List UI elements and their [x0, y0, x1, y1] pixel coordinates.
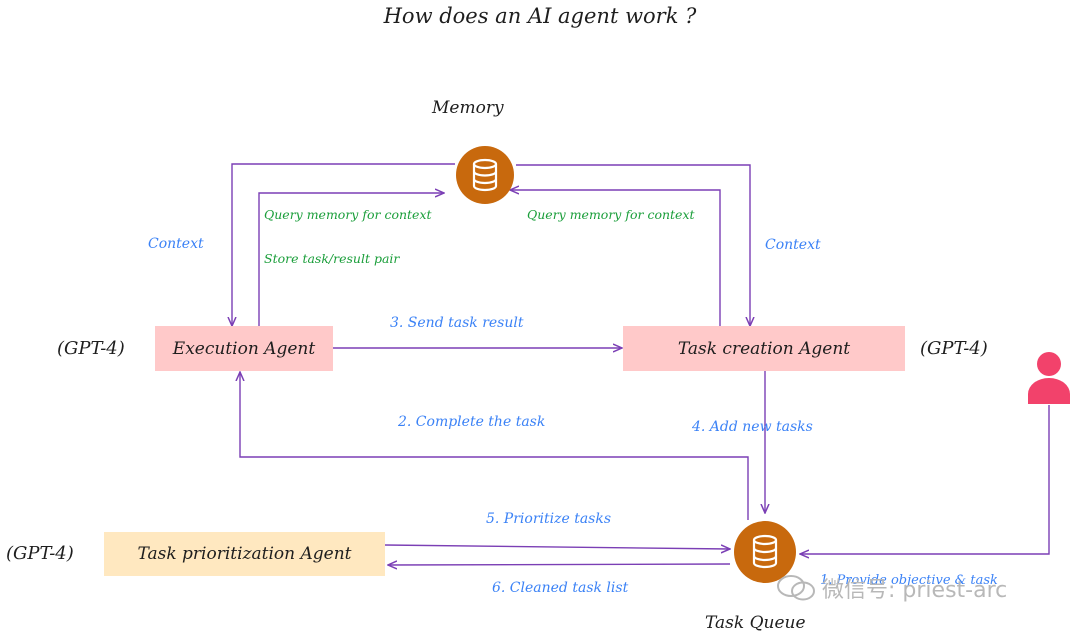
edge-complete-task: [240, 372, 749, 520]
context-right-label: Context: [765, 237, 821, 253]
memory-label: Memory: [432, 98, 504, 118]
task-prioritization-agent-label: Task prioritization Agent: [137, 544, 352, 564]
context-left-label: Context: [148, 236, 204, 252]
cleaned-list-label: 6. Cleaned task list: [492, 580, 629, 596]
send-result-label: 3. Send task result: [390, 315, 524, 331]
execution-agent-model: (GPT-4): [57, 338, 125, 359]
edge-cleaned-list: [388, 564, 731, 565]
complete-task-label: 2. Complete the task: [398, 414, 546, 430]
edge-context-left: [232, 163, 455, 326]
diagram-title: How does an AI agent work ?: [383, 4, 697, 28]
watermark-text: 微信号: priest-arc: [822, 578, 1008, 603]
task-queue-label: Task Queue: [705, 613, 806, 633]
edge-query-right: [510, 190, 721, 326]
user-icon: [1028, 352, 1070, 404]
task-creation-agent-label: Task creation Agent: [677, 338, 851, 359]
execution-agent-box: Execution Agent: [155, 326, 333, 371]
task-creation-agent-box: Task creation Agent: [623, 326, 905, 371]
memory-database-icon: [456, 146, 514, 204]
task-prioritization-agent-model: (GPT-4): [6, 543, 74, 564]
edge-prioritize: [384, 545, 730, 549]
task-creation-agent-model: (GPT-4): [920, 338, 988, 359]
add-tasks-label: 4. Add new tasks: [692, 419, 813, 435]
watermark: 微信号: priest-arc: [776, 572, 1007, 604]
edge-store-left: [258, 193, 444, 326]
store-pair-label: Store task/result pair: [264, 251, 400, 266]
edge-context-right: [516, 164, 750, 326]
task-queue-database-icon: [734, 521, 796, 583]
objective-label: 1. Provide objective & task: [820, 573, 998, 588]
query-memory-left-label: Query memory for context: [264, 207, 432, 222]
wechat-icon: [777, 575, 815, 601]
prioritize-label: 5. Prioritize tasks: [486, 511, 612, 527]
query-memory-right-label: Query memory for context: [527, 207, 695, 222]
edge-objective: [800, 405, 1050, 554]
execution-agent-label: Execution Agent: [172, 338, 316, 359]
task-prioritization-agent-box: Task prioritization Agent: [104, 532, 385, 576]
